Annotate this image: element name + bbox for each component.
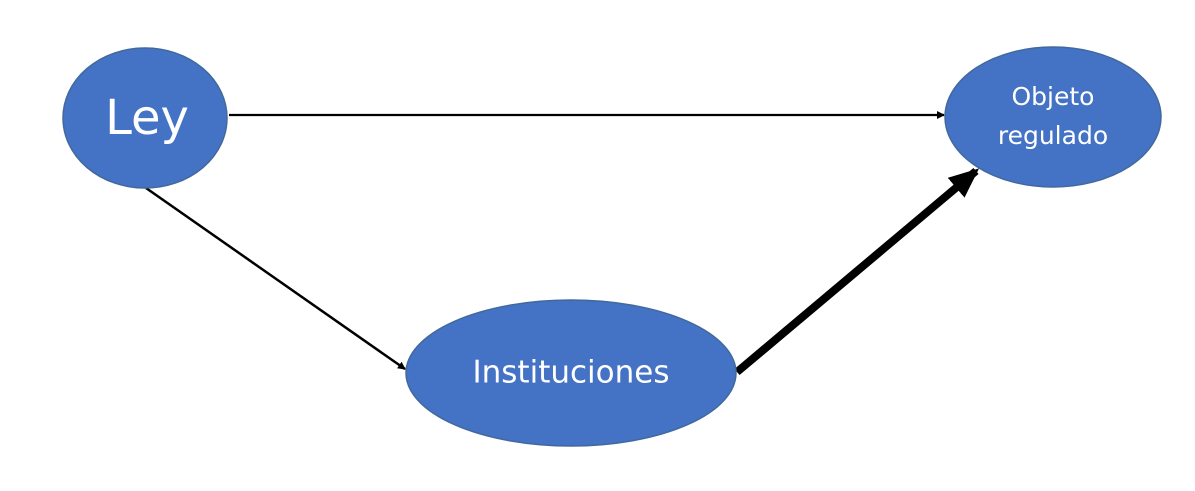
node-instituciones-label: Instituciones (472, 355, 669, 391)
node-objeto-regulado-label-line-1: Objeto (1012, 82, 1095, 111)
node-ley: Ley (62, 47, 228, 189)
node-instituciones: Instituciones (405, 299, 737, 447)
edge-instituciones-to-objeto (734, 167, 980, 376)
node-ley-label: Ley (105, 90, 189, 146)
node-objeto-regulado-label-line-2: regulado (998, 121, 1108, 150)
edge-ley-to-instituciones (145, 186, 406, 371)
node-objeto-regulado: Objeto regulado (944, 46, 1162, 188)
